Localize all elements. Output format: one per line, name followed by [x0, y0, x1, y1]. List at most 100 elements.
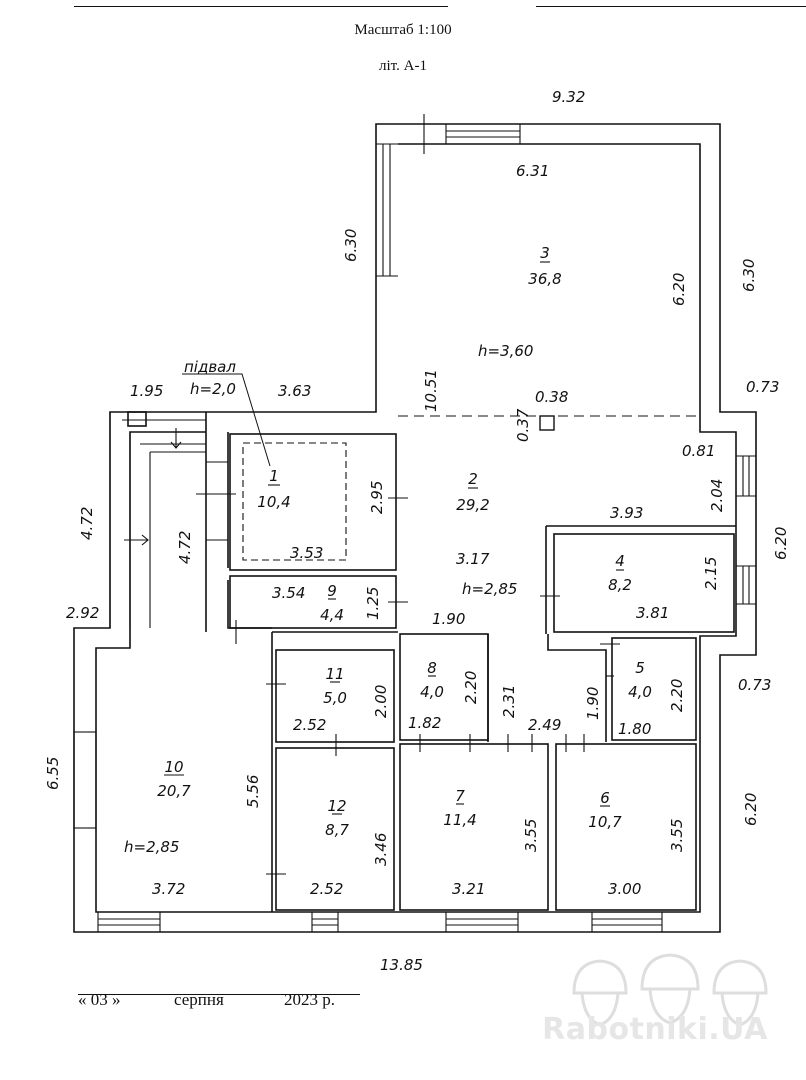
- room-4-area: 8,2: [608, 576, 632, 594]
- dim-r10-inner: 5.56: [244, 775, 262, 808]
- date-month: серпня: [174, 990, 224, 1009]
- room-7-number: 7: [455, 787, 465, 805]
- fraction-bars: [164, 261, 624, 815]
- room-11-walls: [275, 649, 395, 743]
- porch-lines: [109, 412, 206, 628]
- dim-offset-right: 0.73: [746, 378, 779, 396]
- window-left-r1: [206, 461, 228, 541]
- window-left-r10-pane: [73, 731, 97, 829]
- dim-r7-side: 3.55: [522, 819, 540, 852]
- porch-post: [127, 411, 147, 427]
- dim-window-right: 2.04: [708, 479, 726, 512]
- dim-r10-height: 6.55: [44, 757, 62, 790]
- window-bottom-r10: [97, 912, 161, 932]
- window-left-r10: [74, 731, 96, 829]
- window-bottom-r6: [591, 912, 663, 932]
- room-6-walls: [555, 743, 697, 911]
- dim-r12-side: 3.46: [372, 833, 390, 866]
- dim-r4-top: 3.93: [610, 504, 643, 522]
- room-8-area: 4,0: [420, 683, 444, 701]
- dim-r3-height: 6.20: [670, 273, 688, 306]
- room-5-area: 4,0: [628, 683, 652, 701]
- dim-r6-side: 3.55: [668, 819, 686, 852]
- room-2-number: 2: [468, 470, 478, 488]
- basement-height: h=2,0: [190, 380, 236, 398]
- dim-porch-len: 4.72: [78, 507, 96, 540]
- dim-corr-side: 2.31: [500, 685, 518, 718]
- outer-wall-inner: [95, 143, 737, 913]
- room-8-number: 8: [427, 659, 437, 677]
- window-right-r2: [736, 455, 756, 497]
- outer-wall-outer: [73, 123, 757, 933]
- room-4-number: 4: [615, 552, 625, 570]
- dim-right-lower: 6.20: [742, 793, 760, 826]
- watermark-helmets-icon: [572, 953, 768, 1027]
- dim-offset-right-2: 0.81: [682, 442, 715, 460]
- dim-pillar-b: 0.38: [535, 388, 568, 406]
- dim-hall-bottom: 1.90: [432, 610, 465, 628]
- wall-left-inner: [205, 412, 272, 632]
- dim-mid-height: 10.51: [422, 369, 440, 412]
- dim-right-mid: 6.20: [772, 527, 790, 560]
- dim-porch-width: 1.95: [130, 382, 163, 400]
- date-year: 2023 р.: [284, 990, 335, 1009]
- room-2-area: 29,2: [456, 496, 489, 514]
- dim-r9-width: 3.54: [272, 584, 305, 602]
- dim-r3-top: 6.31: [516, 162, 549, 180]
- room-4-walls: [553, 533, 735, 633]
- window-top: [445, 124, 521, 144]
- room-3-area: 36,8: [528, 270, 561, 288]
- dim-r11-bottom: 2.52: [293, 716, 326, 734]
- window-left-upper: [376, 143, 398, 277]
- liter-label: літ. А-1: [379, 58, 427, 74]
- dim-r5-side: 2.20: [668, 679, 686, 712]
- dim-bottom-total: 13.85: [380, 956, 423, 974]
- date-day: « 03 »: [78, 990, 121, 1009]
- dim-r1-bottom: 3.53: [290, 544, 323, 562]
- dim-ext-width: 3.63: [278, 382, 311, 400]
- dim-hall-width: 3.17: [456, 550, 490, 568]
- room-12-walls: [275, 747, 395, 911]
- room-10-wall: [271, 631, 398, 912]
- room-9-number: 9: [327, 582, 337, 600]
- room-6-area: 10,7: [588, 813, 622, 831]
- basement-label: підвал: [184, 358, 236, 376]
- dim-r5-bottom: 1.80: [618, 720, 651, 738]
- room-6-number: 6: [600, 789, 610, 807]
- height-main: h=3,60: [478, 342, 533, 360]
- date-line: « 03 » серпня 2023 р.: [78, 990, 360, 1009]
- dim-r4-side: 2.15: [702, 557, 720, 590]
- dim-corr-side-2: 1.90: [584, 687, 602, 720]
- room-10-number: 10: [164, 758, 183, 776]
- pillar: [539, 415, 555, 431]
- window-bottom-r7: [445, 912, 519, 932]
- dim-porch-inner: 4.72: [176, 531, 194, 564]
- room-5-walls: [611, 637, 697, 741]
- window-bottom-r12: [311, 912, 339, 932]
- dim-r6-bottom: 3.00: [608, 880, 641, 898]
- room-4-outer: [545, 525, 736, 634]
- basement-leader: [182, 373, 271, 467]
- dim-left-upper: 6.30: [342, 229, 360, 262]
- dim-r4-bottom: 3.81: [636, 604, 669, 622]
- dim-r10-bottom: 3.72: [152, 880, 185, 898]
- corridor-walls: [487, 634, 607, 742]
- dim-corr-bottom: 2.49: [528, 716, 561, 734]
- room-1-number: 1: [269, 467, 279, 485]
- room-9-area: 4,4: [320, 606, 344, 624]
- room-12-number: 12: [327, 797, 346, 815]
- dim-porch-bottom: 2.92: [66, 604, 99, 622]
- height-hall: h=2,85: [462, 580, 517, 598]
- top-rule-left: [74, 6, 448, 7]
- scale-label: Масштаб 1:100: [354, 22, 452, 38]
- porch-arrow: [124, 428, 182, 546]
- room-11-area: 5,0: [323, 689, 347, 707]
- dim-top-total: 9.32: [552, 88, 585, 106]
- room-7-area: 11,4: [443, 811, 476, 829]
- top-rule-right: [536, 6, 806, 7]
- room-12-area: 8,7: [325, 821, 349, 839]
- door-ticks: [196, 114, 620, 875]
- window-right-r4: [736, 565, 756, 605]
